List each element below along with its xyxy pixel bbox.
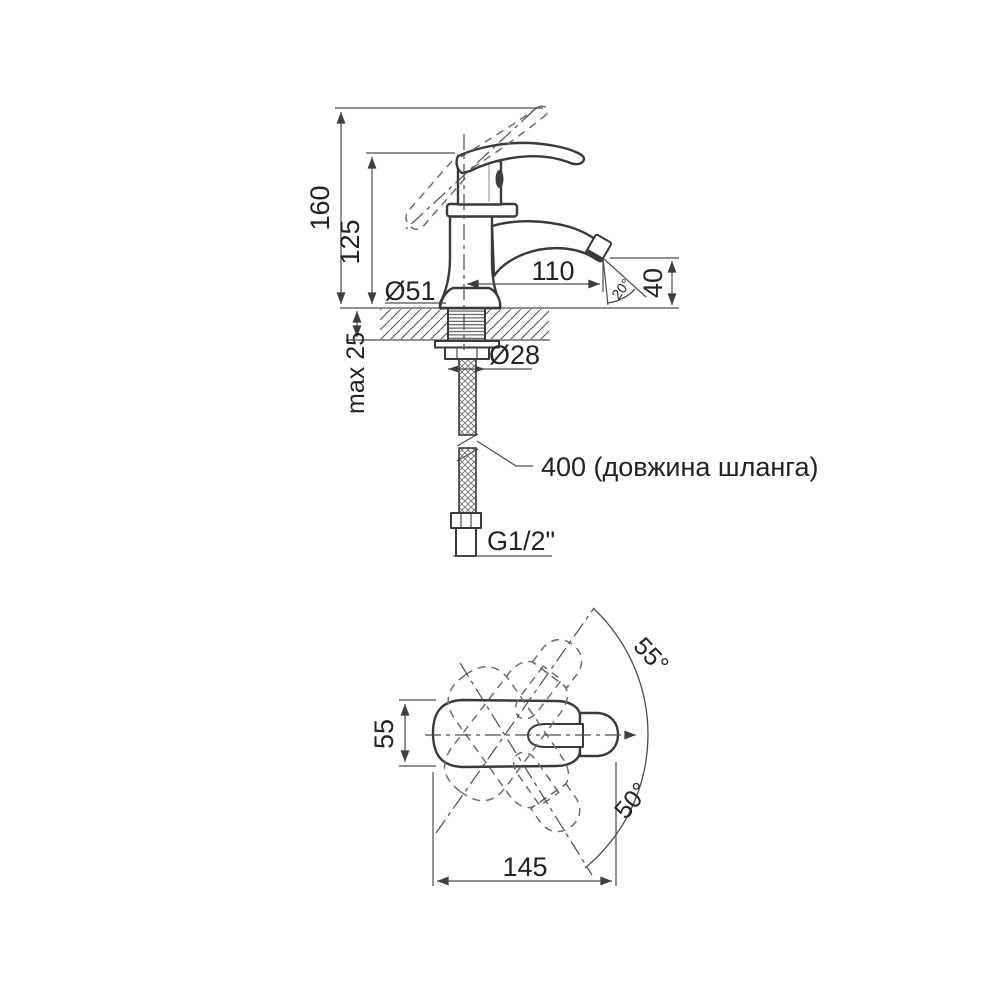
dim-total-height: 160 [305,185,335,230]
swivel-arc [584,607,649,869]
side-view-dimensions [335,107,679,557]
handle-lever [455,141,586,175]
neck-ring [445,202,519,218]
flex-hose [456,358,479,514]
dim-max-mount-thickness: max 25 [342,332,370,414]
dim-swivel-angle-up: 55° [628,632,674,679]
countertop-hatch-right [485,309,549,339]
swivel-ghost-down [447,666,581,833]
thread-size-label: G1/2" [487,526,555,556]
faucet-body-top [431,698,620,769]
hose-length-note: 400 (довжина шланга) [541,452,819,482]
swivel-ghost-up [443,638,583,802]
dim-shank-diameter: Ø28 [489,340,540,370]
countertop-section [340,307,679,341]
dim-spout-reach: 110 [531,256,574,286]
base [438,286,502,310]
raised-lever-axis [405,110,534,230]
swivel-axis-up [435,607,595,834]
hose-end-fitting [450,512,482,557]
aerator [584,233,613,263]
dim-body-height: 125 [335,219,365,264]
dim-stream-angle: 20° [608,276,634,303]
stream-angle-fan [602,257,647,306]
dim-base-diameter: Ø51 [384,276,435,306]
lever-screw-plug [495,170,504,188]
top-view-dimensions [399,699,617,886]
countertop-hatch-left [380,309,448,339]
faucet-body-side [438,141,613,310]
dim-body-width: 55 [369,719,399,749]
swivel-axis-down [459,662,593,876]
top-view: 55 145 55° 50° [369,607,674,886]
dim-overall-length: 145 [502,852,547,882]
dim-outlet-height: 40 [638,268,668,298]
side-view: 160 125 max 25 Ø51 110 20° 40 Ø28 400 (д… [305,105,819,557]
mounting-nut [444,346,490,360]
handle-raised-ghost [405,105,549,231]
